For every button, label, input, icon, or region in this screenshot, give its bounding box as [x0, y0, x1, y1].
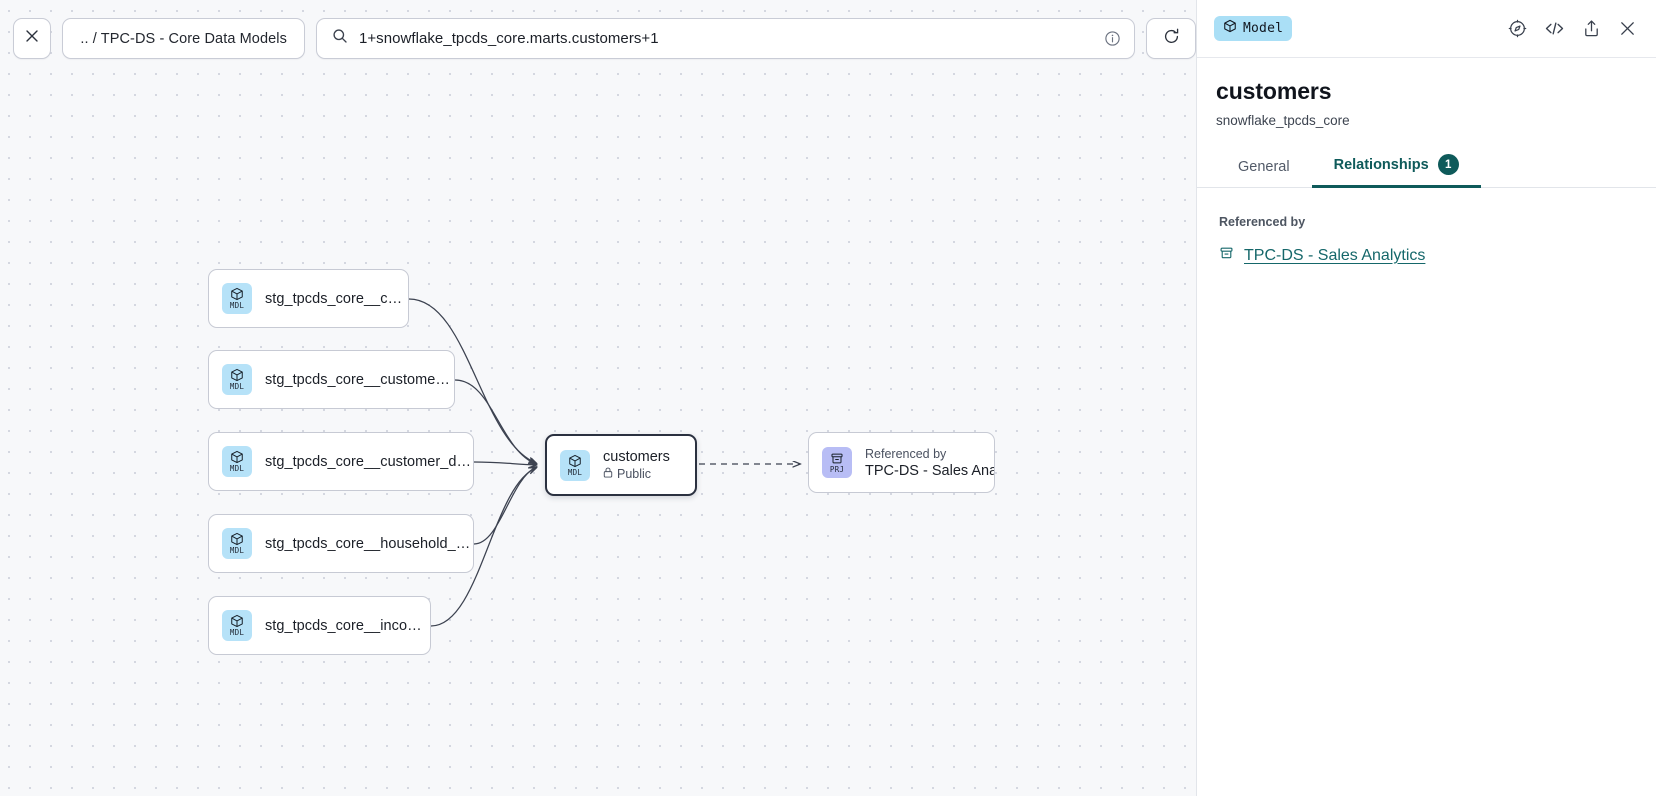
details-panel: Model — [1196, 0, 1656, 796]
model-badge-label: MDL — [229, 546, 245, 556]
lineage-node-label: stg_tpcds_core__customer_demogra… — [265, 453, 473, 470]
lineage-node-label: stg_tpcds_core__income_band — [265, 617, 430, 634]
lineage-node-title: customers — [603, 449, 670, 465]
model-badge: MDL — [222, 446, 252, 477]
lineage-canvas[interactable]: .. / TPC-DS - Core Data Models 1+snowfla… — [0, 0, 1196, 796]
explore-icon[interactable] — [1508, 19, 1527, 38]
tab-relationships-count: 1 — [1437, 154, 1459, 175]
share-icon[interactable] — [1582, 19, 1601, 38]
info-icon[interactable] — [1104, 30, 1121, 47]
model-badge-label: MDL — [229, 628, 245, 638]
lock-icon — [603, 467, 613, 481]
lineage-node-text: customers Public — [603, 449, 670, 481]
model-badge-label: MDL — [229, 464, 245, 474]
lineage-node-selected[interactable]: MDL customers Public — [545, 434, 697, 496]
referenced-by-link[interactable]: TPC-DS - Sales Analytics — [1244, 246, 1426, 264]
lineage-node[interactable]: MDL stg_tpcds_core__income_band — [208, 596, 431, 655]
close-icon — [24, 28, 40, 49]
model-badge: MDL — [222, 610, 252, 641]
tab-general[interactable]: General — [1216, 159, 1312, 187]
breadcrumb-label: .. / TPC-DS - Core Data Models — [80, 30, 287, 47]
panel-actions — [1508, 19, 1637, 38]
lineage-node-project[interactable]: PRJ Referenced by TPC-DS - Sales Analyti… — [808, 432, 995, 493]
project-icon — [1219, 246, 1234, 265]
close-lineage-button[interactable] — [13, 18, 52, 59]
lineage-node-label: stg_tpcds_core__customer_address — [265, 371, 454, 388]
tab-relationships-label: Relationships — [1333, 156, 1429, 173]
search-input[interactable]: 1+snowflake_tpcds_core.marts.customers+1 — [358, 30, 659, 47]
page-title: customers — [1216, 78, 1332, 104]
lineage-node[interactable]: MDL stg_tpcds_core__customer_demogra… — [208, 432, 474, 491]
refresh-icon — [1162, 27, 1181, 51]
lineage-node[interactable]: MDL stg_tpcds_core__customer_address — [208, 350, 455, 409]
model-badge: MDL — [560, 449, 590, 481]
list-item[interactable]: TPC-DS - Sales Analytics — [1219, 246, 1637, 265]
project-badge-label: PRJ — [829, 464, 845, 474]
model-badge-label: MDL — [567, 467, 583, 477]
model-badge: MDL — [222, 364, 252, 395]
relationships-section: Referenced by TPC-DS - Sales Analytics — [1197, 188, 1656, 265]
lineage-node-visibility-label: Public — [617, 467, 652, 481]
asset-type-badge[interactable]: Model — [1214, 16, 1293, 41]
tab-general-label: General — [1238, 159, 1290, 175]
lineage-node[interactable]: MDL stg_tpcds_core__household_demogr… — [208, 514, 474, 573]
breadcrumb[interactable]: .. / TPC-DS - Core Data Models — [62, 18, 305, 59]
model-badge: MDL — [222, 528, 252, 559]
lineage-edges — [408, 298, 1196, 627]
lineage-node-label: stg_tpcds_core__household_demogr… — [265, 535, 473, 552]
panel-subtitle: snowflake_tpcds_core — [1216, 113, 1350, 128]
code-icon[interactable] — [1544, 19, 1565, 38]
lineage-search-box[interactable]: 1+snowflake_tpcds_core.marts.customers+1 — [315, 18, 1136, 59]
lineage-node-visibility: Public — [603, 467, 670, 481]
lineage-node-label: stg_tpcds_core__customer — [265, 290, 408, 307]
model-badge-label: MDL — [229, 301, 245, 311]
lineage-node-title: TPC-DS - Sales Analytics — [865, 462, 994, 479]
referenced-by-heading: Referenced by — [1219, 215, 1306, 229]
panel-tabs: General Relationships 1 — [1197, 154, 1656, 188]
asset-type-label: Model — [1243, 21, 1284, 36]
tab-relationships[interactable]: Relationships 1 — [1311, 154, 1481, 188]
details-panel-header: Model — [1197, 0, 1656, 58]
project-badge: PRJ — [822, 447, 852, 478]
lineage-node-caption: Referenced by — [865, 446, 947, 461]
lineage-node-text: Referenced by TPC-DS - Sales Analytics — [865, 447, 994, 479]
model-badge-label: MDL — [229, 382, 245, 392]
panel-title-block: customers snowflake_tpcds_core — [1197, 58, 1656, 128]
cube-icon — [1223, 19, 1237, 38]
lineage-node[interactable]: MDL stg_tpcds_core__customer — [208, 269, 409, 328]
close-icon[interactable] — [1618, 19, 1637, 38]
referenced-by-list: TPC-DS - Sales Analytics — [1219, 246, 1637, 265]
canvas-toolbar: .. / TPC-DS - Core Data Models 1+snowfla… — [0, 0, 1196, 77]
search-icon — [332, 28, 348, 49]
refresh-button[interactable] — [1146, 18, 1196, 59]
model-badge: MDL — [222, 283, 252, 314]
